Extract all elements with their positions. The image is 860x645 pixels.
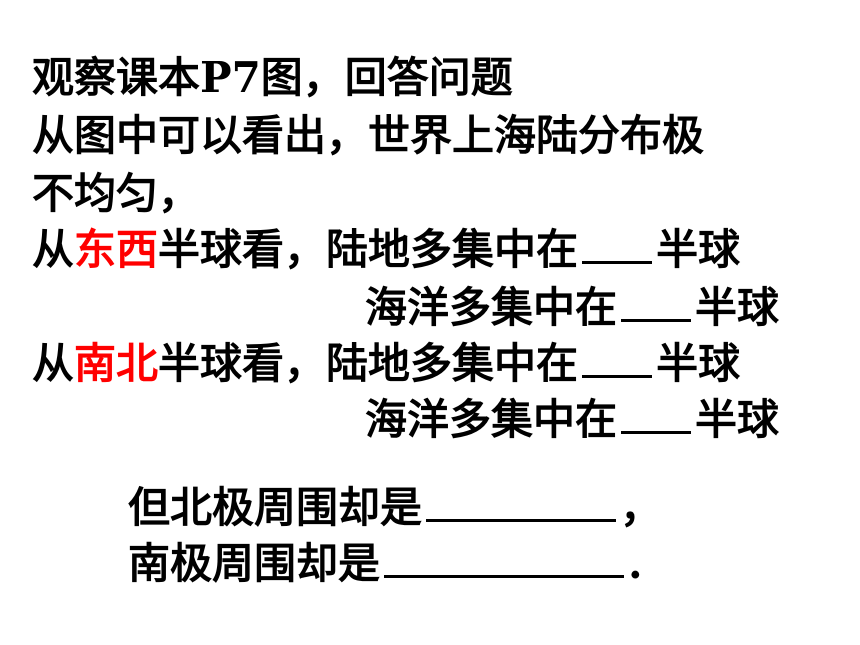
ew-land-blank[interactable] — [582, 225, 653, 264]
ns-land-tail: 半球 — [656, 339, 741, 388]
ns-ocean-blank[interactable] — [621, 395, 692, 434]
north-pole-tail: ， — [620, 483, 663, 532]
south-pole-tail: . — [628, 539, 643, 588]
south-pole-line: 南极周围却是. — [128, 538, 643, 590]
ns-land-text: 陆地多集中在 — [326, 339, 579, 388]
ns-land-line: 从南北半球看，陆地多集中在 半球 — [32, 338, 740, 390]
ns-ocean-text: 海洋多集中在 — [365, 395, 618, 444]
north-pole-line: 但北极周围却是 ， — [128, 482, 662, 534]
ew-land-line: 从东西半球看，陆地多集中在 半球 — [32, 224, 740, 276]
intro-text-2: 不均匀， — [32, 169, 201, 218]
ew-highlight: 东西 — [74, 225, 159, 274]
ns-highlight: 南北 — [74, 339, 159, 388]
ew-ocean-line: 海洋多集中在 半球 — [365, 282, 779, 334]
ew-prefix: 从 — [32, 225, 75, 274]
north-pole-text: 但北极周围却是 — [128, 483, 423, 532]
ns-land-blank[interactable] — [582, 339, 653, 378]
ns-ocean-line: 海洋多集中在 半球 — [365, 394, 779, 446]
ew-ocean-text: 海洋多集中在 — [365, 283, 618, 332]
title-line: 观察课本P7图，回答问题 — [32, 52, 513, 104]
intro-line-2: 不均匀， — [32, 168, 200, 220]
intro-line-1: 从图中可以看出，世界上海陆分布极 — [32, 110, 704, 162]
ns-ocean-tail: 半球 — [695, 395, 780, 444]
south-pole-blank[interactable] — [384, 539, 625, 578]
south-pole-text: 南极周围却是 — [128, 539, 381, 588]
intro-text-1: 从图中可以看出，世界上海陆分布极 — [32, 111, 705, 160]
north-pole-blank[interactable] — [426, 483, 617, 522]
ew-suffix: 半球看， — [158, 225, 327, 274]
ew-ocean-blank[interactable] — [621, 283, 692, 322]
ew-land-text: 陆地多集中在 — [326, 225, 579, 274]
ns-suffix: 半球看， — [158, 339, 327, 388]
ew-ocean-tail: 半球 — [695, 283, 780, 332]
ew-land-tail: 半球 — [656, 225, 741, 274]
ns-prefix: 从 — [32, 339, 75, 388]
title-text: 观察课本P7图，回答问题 — [32, 53, 513, 102]
